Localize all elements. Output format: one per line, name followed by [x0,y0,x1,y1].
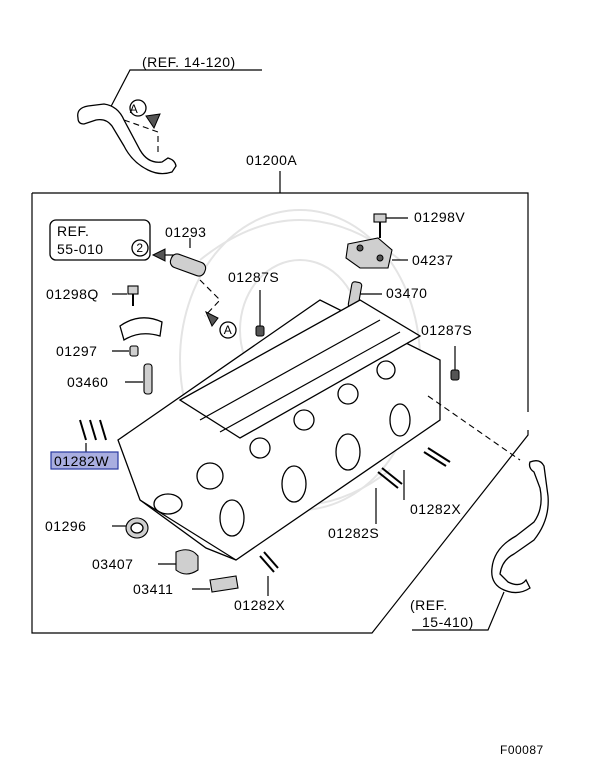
part-labels: (REF. 14-120) A 01200A REF. 55-010 2 012… [45,54,544,757]
bolt-bracket-parts [345,213,408,269]
left-side-parts [79,285,163,455]
cylinder-head [117,299,441,561]
small-studs [255,290,460,381]
label-01282s: 01282S [328,525,379,541]
bottom-parts [112,447,451,596]
label-01296: 01296 [45,518,86,534]
label-03411: 03411 [133,581,173,597]
dowel-pin-part [169,238,237,339]
label-01293: 01293 [165,224,206,240]
label-01297: 01297 [56,343,97,359]
label-03460: 03460 [67,374,108,390]
label-01298q: 01298Q [46,286,99,302]
ref-box [49,219,178,262]
ref-tube-line2: 15-410) [422,614,474,630]
label-01282w: 01282W [54,453,109,469]
ref-box-line1: REF. [57,223,89,239]
ref-box-line2: 55-010 [57,241,104,257]
assembly-frame [31,171,529,634]
callout-a-mid: A [224,323,233,337]
hose-reference [77,69,262,175]
label-03470: 03470 [386,285,427,301]
label-01287s-b: 01287S [421,322,472,338]
label-01282x-bottom: 01282X [234,597,285,613]
ref-box-circle: 2 [136,241,143,255]
callout-a-top: A [130,102,139,116]
label-01287s-a: 01287S [228,269,279,285]
label-01298v: 01298V [414,209,465,225]
highlight-01282w [50,451,119,470]
tube-reference [412,395,549,631]
figure-code: F00087 [500,743,544,757]
ref-hose-label: (REF. 14-120) [142,54,236,70]
label-03407: 03407 [92,556,133,572]
label-04237: 04237 [412,252,453,268]
ref-tube-line1: (REF. [410,597,448,613]
assembly-label: 01200A [246,152,297,168]
label-01282x-right: 01282X [410,501,461,517]
